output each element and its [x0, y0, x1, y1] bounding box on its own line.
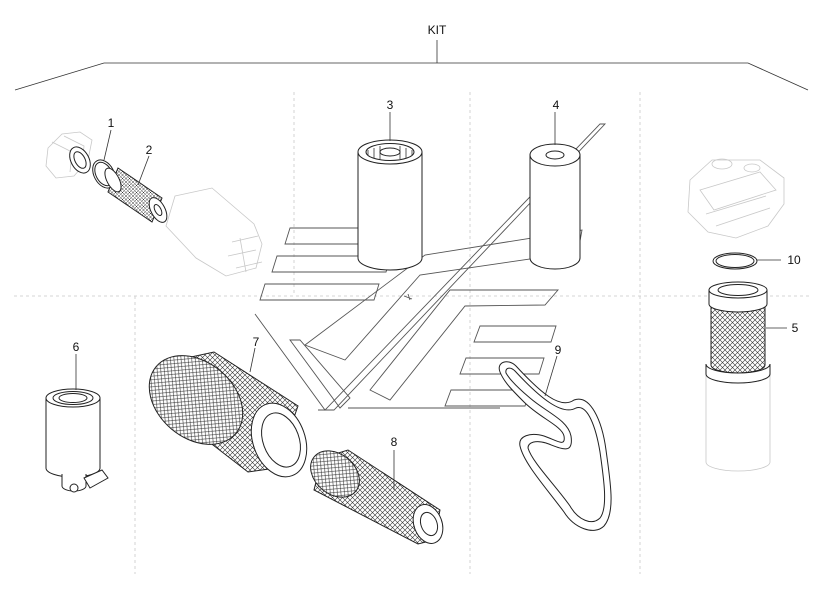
part-spin-on-filter — [45, 388, 109, 493]
callout-7: 7 — [253, 335, 260, 349]
callout-labels: 1 2 3 4 5 6 7 8 9 10 — [73, 98, 801, 449]
callout-4: 4 — [553, 98, 560, 112]
section-dividers — [14, 92, 810, 574]
part-air-filter-7 — [148, 351, 308, 478]
callout-6: 6 — [73, 340, 80, 354]
part-cartridge-filter-4 — [529, 143, 581, 270]
kit-label: KIT — [428, 23, 447, 37]
callout-3: 3 — [387, 98, 394, 112]
part-cartridge-filter-3 — [357, 139, 423, 271]
callout-9: 9 — [555, 343, 562, 357]
callout-2: 2 — [146, 143, 153, 157]
kit-bracket: KIT — [14, 23, 809, 91]
callout-5: 5 — [792, 321, 799, 335]
callout-8: 8 — [391, 435, 398, 449]
callout-1: 1 — [108, 116, 115, 130]
part-screen-filter — [687, 158, 785, 472]
part-housing-strainer — [45, 131, 263, 277]
callout-10: 10 — [787, 253, 801, 267]
callout-leaders — [75, 112, 787, 490]
part-air-filter-8 — [310, 449, 444, 545]
part-belt — [498, 361, 612, 531]
